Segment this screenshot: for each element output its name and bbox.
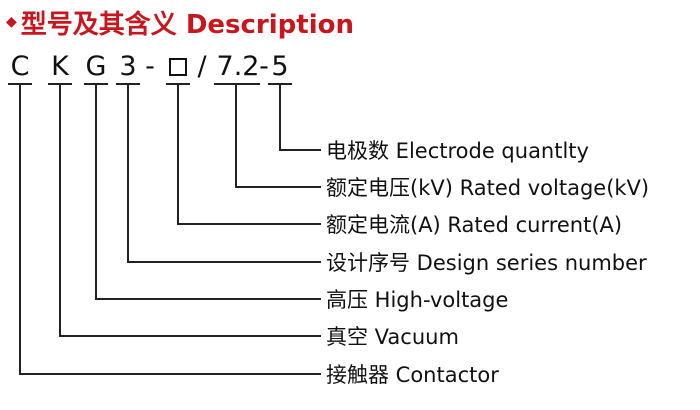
code-letter-k: K [51,51,69,82]
diamond-bullet-icon: ◆ [6,14,17,30]
code-electrode-count: 5 [271,51,289,82]
desc-design-series: 设计序号 Design series number [326,251,647,275]
desc-electrode-quantity: 电极数 Electrode quantlty [326,139,589,163]
leader-contactor [19,84,321,375]
leader-electrodes [279,84,321,151]
desc-high-voltage: 高压 High-voltage [326,288,509,312]
code-current-placeholder-box [169,58,187,76]
leader-high-voltage [95,84,321,300]
code-letter-g: G [85,51,107,82]
desc-rated-voltage: 额定电压(kV) Rated voltage(kV) [326,176,650,200]
leader-vacuum [59,84,321,337]
desc-rated-current: 额定电流(A) Rated current(A) [326,213,623,237]
underline-voltage [214,83,260,85]
leader-voltage [235,84,321,188]
desc-vacuum: 真空 Vacuum [326,325,459,349]
leader-current [177,84,321,225]
leader-series [127,84,321,263]
code-series-number: 3 [119,51,137,82]
code-slash: / [197,51,207,82]
code-letter-c: C [10,51,30,82]
section-title-text: 型号及其含义 Description [20,9,354,40]
code-dash-2: - [259,51,269,82]
code-rated-voltage: 7.2 [216,51,260,82]
section-title: ◆ 型号及其含义 Description [6,2,354,42]
desc-contactor: 接触器 Contactor [326,363,499,387]
code-dash-1: - [145,51,155,82]
